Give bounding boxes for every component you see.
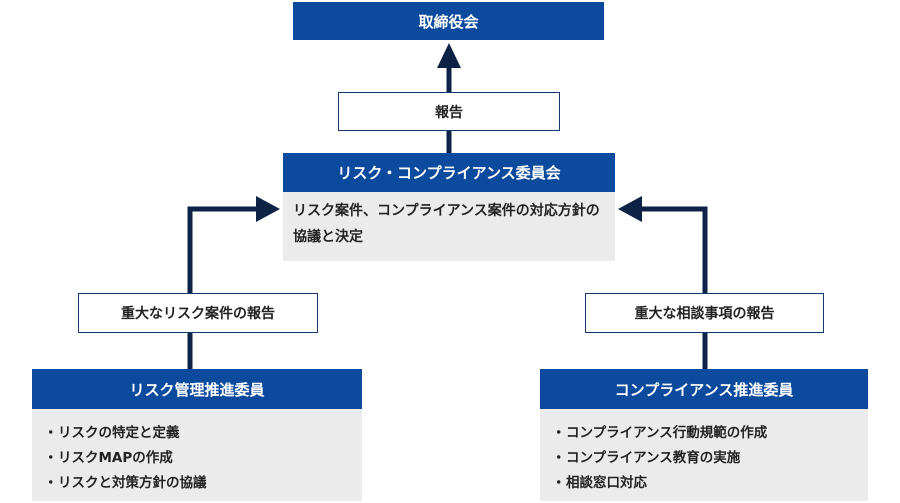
list-item-text: リスクと対策方針の協議 — [58, 475, 207, 491]
committee-header: リスク・コンプライアンス委員会 — [283, 153, 615, 192]
bullet: ・ — [552, 475, 566, 491]
list-item-text: 相談窓口対応 — [566, 475, 647, 491]
risk-committee-panel: ・リスクの特定と定義 ・リスクMAPの作成 ・リスクと対策方針の協議 — [32, 409, 362, 501]
report-box: 報告 — [338, 92, 560, 131]
list-item: ・コンプライアンス行動規範の作成 — [552, 421, 868, 446]
arrowhead-right — [256, 196, 280, 222]
right-report-label: 重大な相談事項の報告 — [634, 306, 775, 322]
left-report-box: 重大なリスク案件の報告 — [78, 293, 318, 333]
arrowhead-left — [618, 196, 642, 222]
list-item: ・リスクの特定と定義 — [44, 421, 362, 446]
list-item-text: コンプライアンス行動規範の作成 — [566, 425, 768, 441]
compliance-committee-header: コンプライアンス推進委員 — [540, 369, 868, 409]
list-item: ・リスクMAPの作成 — [44, 446, 362, 471]
left-connector-upper — [187, 206, 258, 293]
list-item: ・コンプライアンス教育の実施 — [552, 446, 868, 471]
right-connector-upper — [640, 206, 708, 293]
board-title: 取締役会 — [418, 12, 479, 31]
bullet: ・ — [44, 425, 58, 441]
committee-title: リスク・コンプライアンス委員会 — [337, 164, 561, 182]
arrowhead-up — [437, 43, 461, 68]
board-box: 取締役会 — [293, 2, 604, 40]
bullet: ・ — [44, 450, 58, 466]
right-report-box: 重大な相談事項の報告 — [585, 293, 824, 333]
risk-committee-list: ・リスクの特定と定義 ・リスクMAPの作成 ・リスクと対策方針の協議 — [32, 409, 362, 496]
list-item-text: リスクMAPの作成 — [58, 450, 173, 466]
bullet: ・ — [552, 450, 566, 466]
committee-description-line-1: リスク案件、コンプライアンス案件の対応方針の — [293, 203, 600, 219]
risk-committee-header: リスク管理推進委員 — [32, 369, 362, 409]
list-item: ・相談窓口対応 — [552, 471, 868, 496]
risk-committee-title: リスク管理推進委員 — [129, 380, 265, 399]
bullet: ・ — [552, 425, 566, 441]
bullet: ・ — [44, 475, 58, 491]
list-item-text: リスクの特定と定義 — [58, 425, 180, 441]
committee-description: リスク案件、コンプライアンス案件の対応方針の 協議と決定 — [283, 192, 615, 261]
committee-description-line-2: 協議と決定 — [293, 229, 363, 245]
report-label: 報告 — [435, 104, 463, 121]
left-report-label: 重大なリスク案件の報告 — [121, 306, 275, 322]
list-item-text: コンプライアンス教育の実施 — [566, 450, 741, 466]
compliance-committee-list: ・コンプライアンス行動規範の作成 ・コンプライアンス教育の実施 ・相談窓口対応 — [540, 409, 868, 496]
compliance-committee-title: コンプライアンス推進委員 — [614, 380, 794, 399]
list-item: ・リスクと対策方針の協議 — [44, 471, 362, 496]
compliance-committee-panel: ・コンプライアンス行動規範の作成 ・コンプライアンス教育の実施 ・相談窓口対応 — [540, 409, 868, 501]
